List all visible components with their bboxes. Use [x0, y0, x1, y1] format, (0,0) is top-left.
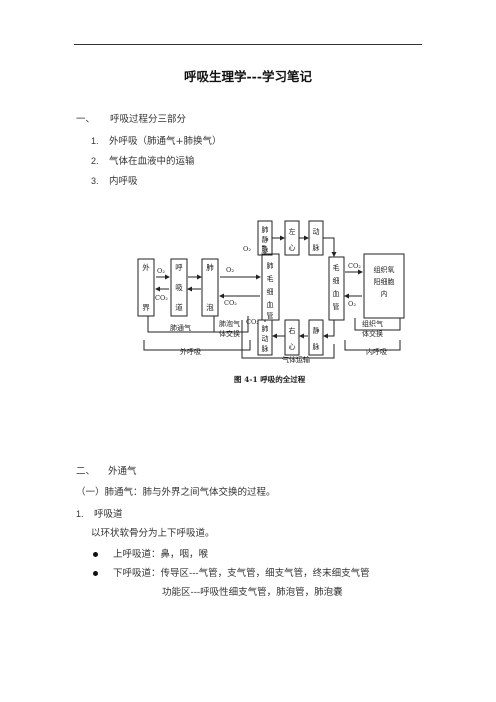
label-zuzhihuanqi: 组织气	[362, 319, 383, 328]
bullet-cont: 功能区---呼吸性细支气管，肺泡管，肺泡囊	[162, 587, 343, 598]
label-feitongqi: 肺通气	[170, 323, 191, 332]
list-item: 2. 气体在血液中的运输	[91, 155, 195, 168]
box-waijie	[137, 258, 155, 317]
box-dongmai-label: 动	[313, 227, 320, 236]
svg-text:血: 血	[333, 289, 340, 298]
svg-text:吸: 吸	[175, 283, 183, 292]
bullet-text: 下呼吸道：传导区---气管，支气管，细支气管，终末细支气管	[113, 568, 370, 579]
box-feijingmai-label: 肺	[262, 226, 269, 234]
list-text: 呼吸道	[94, 509, 123, 520]
box-huxidao-label: 呼	[175, 262, 183, 272]
svg-text:道: 道	[175, 302, 183, 312]
list-num: 1.	[76, 509, 84, 519]
label-qitiyunshu: 气体运输	[282, 355, 310, 364]
list-text: 气体在血液中的运输	[109, 156, 195, 167]
figure-caption: 图 4-1 呼吸的全过程	[234, 374, 306, 384]
svg-text:界: 界	[142, 303, 150, 312]
svg-text:阳细胞: 阳细胞	[374, 277, 395, 286]
list-item: 1. 呼吸道	[76, 508, 123, 521]
section1-heading: 呼吸过程分三部分	[110, 114, 187, 125]
box-zuzhi-label: 组织氧	[374, 265, 395, 274]
section2-desc: 以环状软骨分为上下呼吸道。	[91, 528, 215, 539]
svg-text:泡: 泡	[206, 302, 214, 312]
box-zuzhi	[363, 253, 405, 319]
box-youxin-label: 右	[289, 326, 296, 335]
svg-text:管: 管	[333, 302, 340, 311]
svg-text:细: 细	[267, 287, 274, 296]
header-rule	[74, 44, 422, 45]
box-jingmai-label: 静	[313, 326, 320, 335]
box-feimaoxi-label: 肺	[267, 262, 274, 270]
gas-co2-label: CO₂	[246, 318, 259, 326]
section2-heading: 外通气	[108, 466, 137, 477]
box-fei-label: 肺	[206, 263, 214, 272]
svg-text:脉: 脉	[262, 245, 269, 254]
list-num: 1.	[91, 136, 99, 146]
svg-text:内: 内	[381, 289, 388, 298]
label-feihuanqi: 肺泡气	[219, 319, 240, 328]
svg-text:脉: 脉	[313, 342, 320, 351]
gas-co2-label: CO₂	[155, 294, 168, 302]
svg-text:毛: 毛	[267, 274, 274, 283]
list-num: 3.	[91, 176, 99, 186]
svg-text:脉: 脉	[313, 243, 320, 252]
bullet-dot	[93, 552, 98, 557]
box-maoxi-label: 毛	[333, 263, 340, 272]
label-waihuxi: 外呼吸	[180, 347, 201, 356]
box-fei	[201, 258, 219, 317]
section1-marker: 一、	[76, 114, 96, 125]
svg-text:心: 心	[289, 343, 296, 351]
svg-text:管: 管	[267, 311, 274, 320]
box-maoxi	[328, 256, 345, 321]
svg-text:脉: 脉	[262, 344, 269, 353]
bullet-text: 上呼吸道：鼻，咽，喉	[113, 549, 209, 560]
bullet-dot	[93, 571, 98, 576]
svg-text:体交换: 体交换	[362, 329, 383, 338]
gas-co2-label: CO₂	[224, 299, 237, 307]
svg-text:体交换: 体交换	[219, 329, 240, 338]
box-feidongmai-label: 肺	[262, 325, 269, 333]
gas-o2-label: O₂	[348, 300, 356, 308]
svg-text:血: 血	[267, 300, 274, 309]
list-num: 2.	[91, 156, 99, 166]
box-zuoxin-label: 左	[289, 227, 296, 236]
gas-co2-label: CO₂	[348, 262, 361, 270]
page-title: 呼吸生理学---学习笔记	[183, 69, 313, 84]
label-neihuxi: 内呼吸	[366, 347, 387, 356]
list-item: 3. 内呼吸	[91, 175, 138, 188]
svg-text:细: 细	[333, 276, 340, 285]
section2-marker: 二、	[76, 466, 96, 477]
list-item: 1. 外呼吸（肺通气+肺换气）	[91, 135, 221, 148]
gas-o2-label: O₂	[243, 245, 251, 253]
box-waijie-label: 外	[142, 262, 150, 272]
svg-text:静: 静	[262, 235, 269, 244]
gas-o2-label: O₂	[226, 266, 234, 274]
section2-sub1: （一）肺通气：肺与外界之间气体交换的过程。	[76, 487, 276, 498]
svg-text:动: 动	[262, 334, 269, 343]
list-text: 内呼吸	[109, 176, 138, 187]
list-text: 外呼吸（肺通气+肺换气）	[109, 136, 222, 147]
svg-text:心: 心	[289, 244, 296, 252]
gas-o2-label: O₂	[157, 267, 165, 275]
